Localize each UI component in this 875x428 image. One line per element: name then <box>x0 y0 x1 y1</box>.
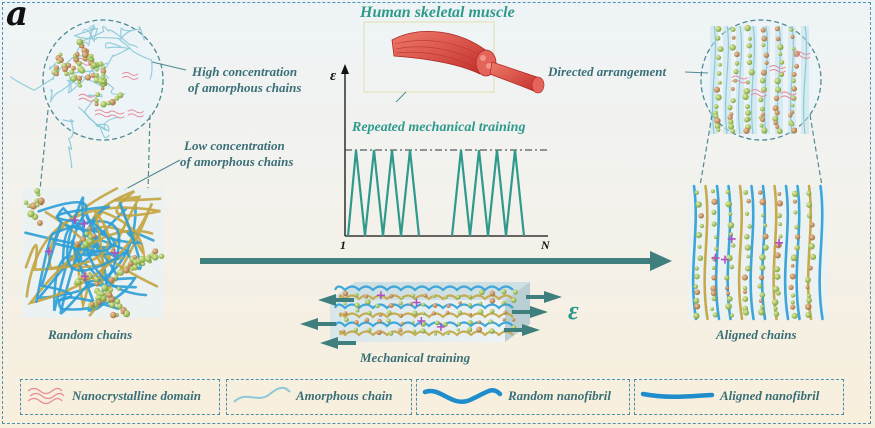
amorphous-network <box>9 23 153 169</box>
legend-box-random-nanofibril <box>416 379 630 415</box>
high-concentration-label-line1: High concentration <box>192 64 298 79</box>
low-concentration-label-line1: Low concentration <box>184 138 285 153</box>
strain-cycles-group-1 <box>346 149 421 237</box>
legend-label-aligned-nanofibril: Aligned nanofibril <box>720 388 820 403</box>
strain-cycles-group-2 <box>450 149 526 237</box>
directed-arrangement-label: Directed arrangement <box>548 64 667 79</box>
right-zoom-circle <box>684 19 823 187</box>
aligned-network <box>710 24 811 135</box>
aligned-chains-label: Aligned chains <box>716 327 797 342</box>
repeated-training-label: Repeated mechanical training <box>352 120 526 135</box>
high-concentration-label-line2: of amorphous chains <box>188 80 302 95</box>
low-concentration-label-line2: of amorphous chains <box>180 154 294 169</box>
legend-label-random-nanofibril: Random nanofibril <box>508 388 611 403</box>
strain-symbol: ε <box>568 296 579 325</box>
aligned-chains-block <box>688 184 828 321</box>
plot-x-end-label: N <box>541 238 550 252</box>
muscle-title: Human skeletal muscle <box>360 4 515 21</box>
mechanical-training-label: Mechanical training <box>360 350 471 365</box>
nanocrystalline-domain-icon <box>27 387 65 405</box>
strain-cycle-plot <box>341 64 548 237</box>
muscle-illustration <box>363 21 545 103</box>
amorphous-chain-icon <box>233 386 291 403</box>
left-zoom-circle <box>9 19 187 191</box>
panel-label: a <box>6 0 29 34</box>
figure-frame <box>2 2 871 424</box>
transition-arrow <box>200 251 672 271</box>
legend-box-aligned-nanofibril <box>634 379 844 415</box>
plot-x-start-label: 1 <box>340 238 346 252</box>
random-chains-label: Random chains <box>48 327 133 342</box>
legend-label-amorphous: Amorphous chain <box>296 388 393 403</box>
aligned-nanofibril-icon <box>640 391 715 400</box>
random-nanofibril-icon <box>422 388 503 404</box>
random-chains-block <box>22 187 165 319</box>
mechanical-training-slab <box>300 282 562 349</box>
legend-box-amorphous <box>226 379 412 415</box>
plot-y-axis-label: ε <box>330 68 337 84</box>
legend-box-nanocrystalline <box>20 379 220 415</box>
legend-label-nanocrystalline: Nanocrystalline domain <box>72 388 201 403</box>
